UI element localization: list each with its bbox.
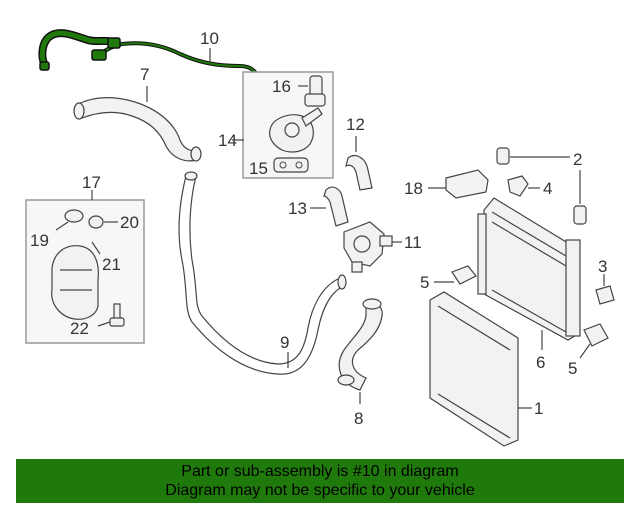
callout-19: 19 [30,231,49,250]
callout-17: 17 [82,173,101,192]
part-22-bolt [109,303,125,327]
part-21-reservoir [51,245,99,320]
part-15-gasket [273,157,309,173]
callout-4: 4 [543,179,552,198]
callout-16: 16 [272,77,291,96]
callout-8: 8 [354,409,363,428]
callout-5-right: 5 [568,359,577,378]
callout-22: 22 [70,319,89,338]
info-banner: Part or sub-assembly is #10 in diagram D… [16,459,624,503]
part-2-isolator-lower [573,205,587,225]
callout-12: 12 [346,115,365,134]
part-11-pump [343,221,393,273]
part-16-sensor [304,75,326,107]
part-3-bracket [595,285,615,305]
part-2-isolator-upper [496,147,510,165]
callout-5-left: 5 [420,273,429,292]
callout-7: 7 [140,65,149,84]
part-20-plug [88,215,104,229]
callout-1: 1 [534,399,543,418]
callout-3: 3 [598,257,607,276]
callout-6: 6 [536,353,545,372]
callout-20: 20 [120,213,139,232]
banner-line-1: Part or sub-assembly is #10 in diagram [181,463,459,480]
part-6-radiator [477,197,581,341]
callout-21: 21 [102,255,121,274]
part-10-hose[interactable] [38,29,267,97]
part-12-hose [345,155,373,191]
banner-line-2: Diagram may not be specific to your vehi… [165,482,475,499]
part-14-housing [269,107,323,153]
part-19-cap [64,209,84,223]
part-13-pipe [323,186,349,227]
part-7-hose [73,97,202,162]
callout-18: 18 [404,179,423,198]
part-5-mount-left [451,265,477,285]
part-9-hose [178,171,347,375]
part-1-condenser [429,291,519,447]
callout-10: 10 [200,29,219,48]
callout-13: 13 [288,199,307,218]
part-5-mount-right [583,323,609,347]
callout-14: 14 [218,131,237,150]
part-18-bracket [445,169,489,199]
callout-2: 2 [573,150,582,169]
callout-9: 9 [280,333,289,352]
callout-15: 15 [249,159,268,178]
callout-11: 11 [404,233,422,252]
part-8-hose [337,298,383,391]
part-4-clip [507,175,529,197]
